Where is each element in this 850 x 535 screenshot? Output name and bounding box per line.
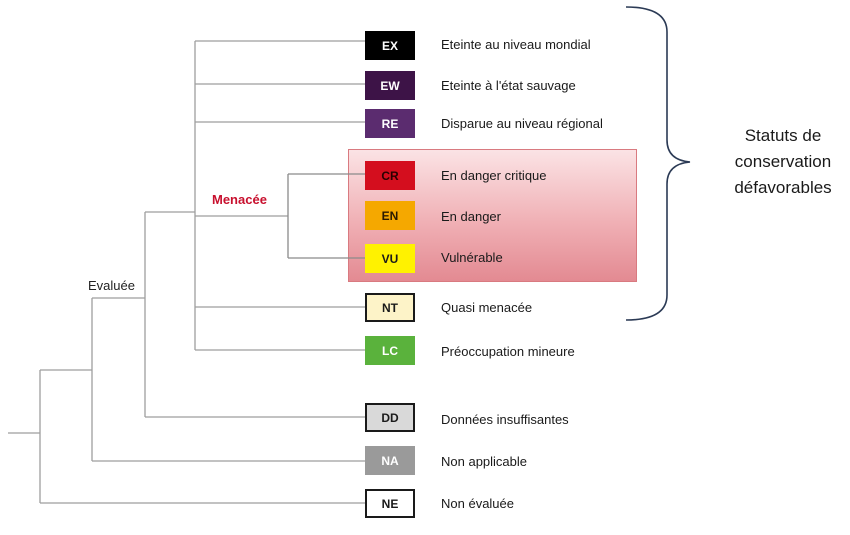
category-label-lc: Préoccupation mineure	[441, 344, 575, 359]
category-box-re: RE	[365, 109, 415, 138]
category-box-ne: NE	[365, 489, 415, 518]
category-box-dd: DD	[365, 403, 415, 432]
node-label-menacee: Menacée	[212, 192, 267, 207]
category-label-en: En danger	[441, 209, 501, 224]
category-label-vu: Vulnérable	[441, 250, 503, 265]
unfavourable-status-line-2: conservation	[734, 152, 832, 171]
category-label-na: Non applicable	[441, 454, 528, 469]
category-box-vu: VU	[365, 244, 415, 273]
unfavourable-status-line-3: défavorables	[734, 178, 832, 197]
category-box-en: EN	[365, 201, 415, 230]
category-label-cr: En danger critique	[441, 168, 547, 183]
category-box-ew: EW	[365, 71, 415, 100]
category-label-ne: Non évaluée	[441, 496, 514, 511]
node-label-evaluee: Evaluée	[88, 278, 135, 293]
category-label-ex: Eteinte au niveau mondial	[441, 37, 591, 52]
category-box-nt: NT	[365, 293, 415, 322]
unfavourable-status-label: Statuts de conservation défavorables	[716, 123, 850, 201]
category-label-dd: Données insuffisantes	[441, 412, 569, 427]
category-box-na: NA	[365, 446, 415, 475]
category-box-ex: EX	[365, 31, 415, 60]
category-label-nt: Quasi menacée	[441, 300, 533, 315]
unfavourable-status-line-1: Statuts de	[744, 126, 822, 145]
category-box-lc: LC	[365, 336, 415, 365]
category-box-cr: CR	[365, 161, 415, 190]
category-label-ew: Eteinte à l'état sauvage	[441, 78, 576, 93]
category-label-re: Disparue au niveau régional	[441, 116, 603, 131]
